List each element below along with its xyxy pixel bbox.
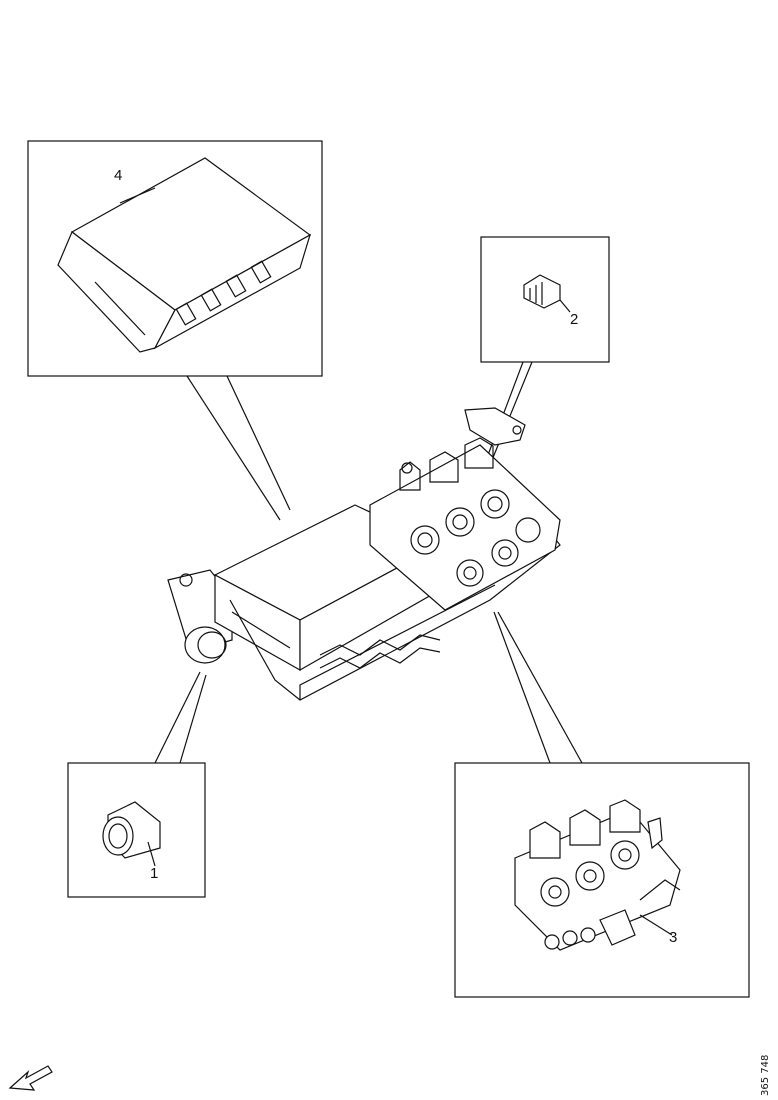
main-assembly xyxy=(167,407,561,701)
callout-part-2: 2 xyxy=(570,311,579,328)
callout-part-3: 3 xyxy=(669,929,678,946)
valve-block-illustration xyxy=(514,799,681,951)
sensor-illustration xyxy=(523,274,571,313)
arrow-down-left-icon xyxy=(8,1065,53,1091)
callout-part-1: 1 xyxy=(150,865,159,882)
ecu-module-illustration xyxy=(57,157,312,353)
callout-part-4: 4 xyxy=(114,167,123,184)
reference-code: 365 748 xyxy=(760,1054,771,1096)
leader-lines xyxy=(154,361,583,764)
valve-circles xyxy=(410,489,541,587)
connector-illustration xyxy=(102,801,161,867)
